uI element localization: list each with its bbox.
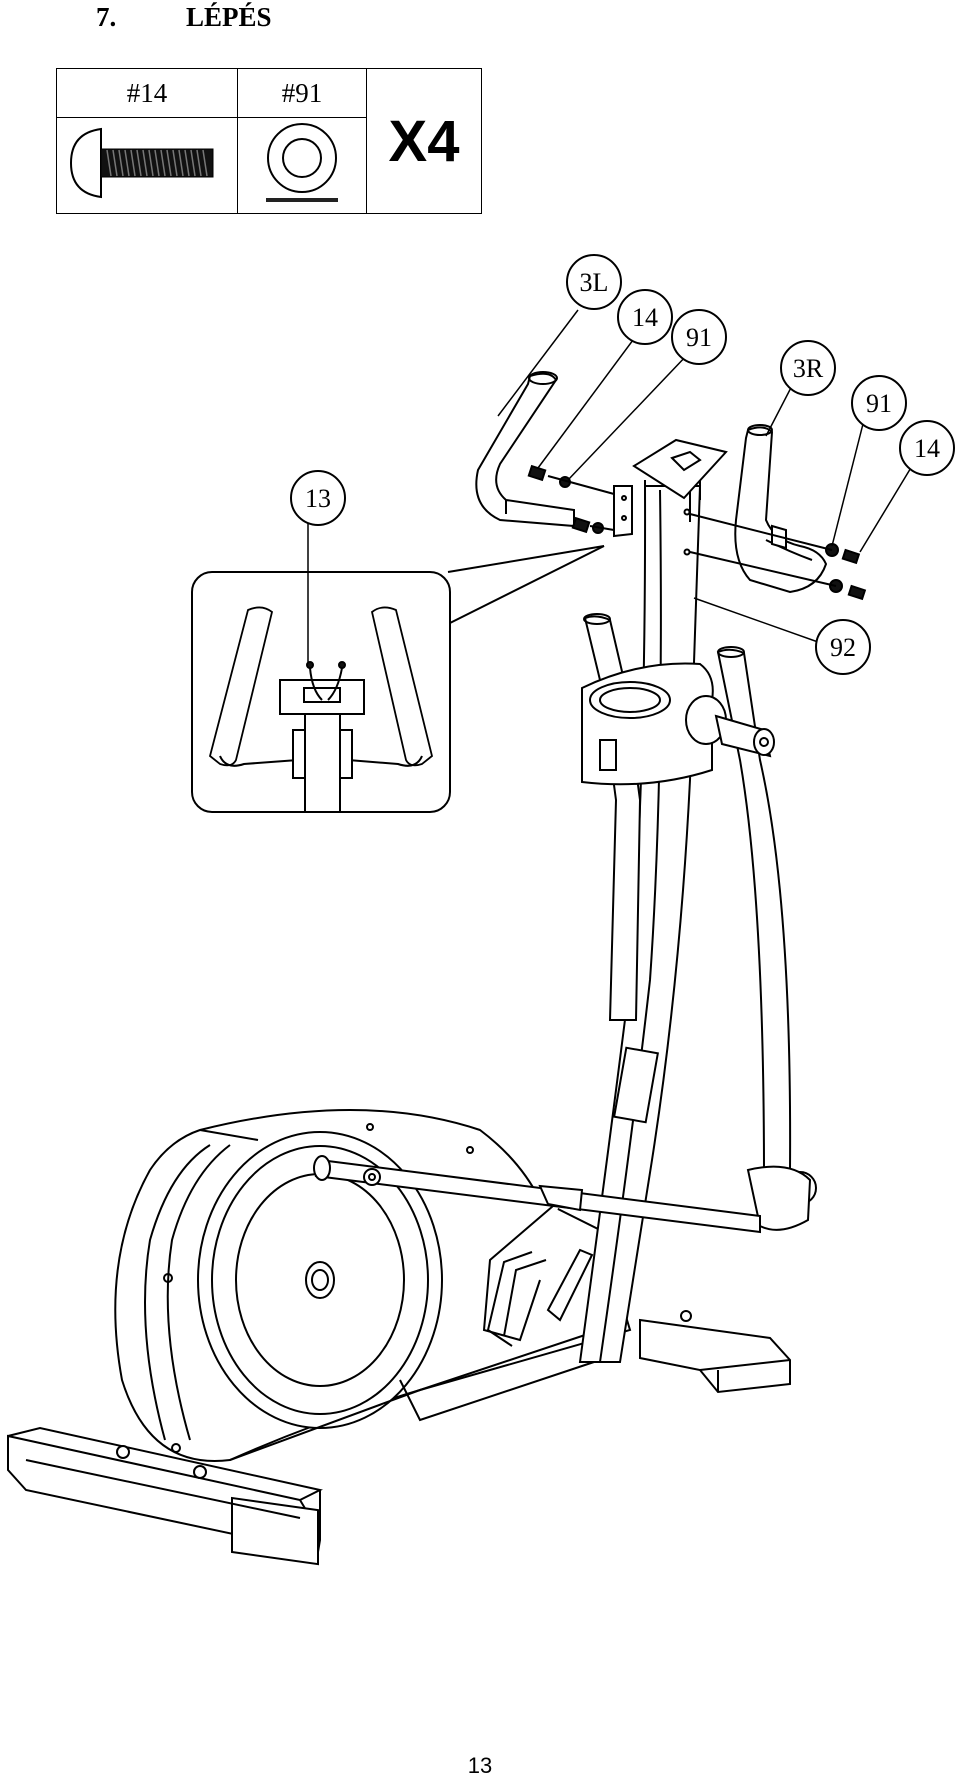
quantity-cell: X4 [366, 68, 482, 214]
pedal-bar [313, 1155, 761, 1347]
callout-91-left: 91 [686, 323, 712, 352]
callout-14-right: 14 [914, 434, 940, 463]
parts-table: #14 #91 X4 [56, 68, 482, 214]
quantity-label: X4 [388, 108, 460, 174]
bolt-icon-cell [56, 117, 238, 214]
callout-14-left: 14 [632, 303, 658, 332]
callouts: 3L 14 91 3R 91 14 13 92 [290, 254, 955, 675]
handlebar-3l [475, 371, 575, 528]
front-stabilizer [639, 1310, 791, 1394]
detail-inset [191, 545, 605, 813]
washer-icon-cell [237, 117, 367, 214]
handlebar-3r [734, 424, 828, 594]
assembly-diagram: 3L 14 91 3R 91 14 13 92 [7, 254, 955, 1566]
flywheel-housing [114, 1109, 632, 1462]
callout-91-right: 91 [866, 389, 892, 418]
console-plate [632, 438, 728, 500]
step-title: LÉPÉS [186, 2, 272, 32]
rear-stabilizer [7, 1426, 323, 1566]
page-number: 13 [467, 1753, 493, 1778]
moving-arm-right [716, 646, 817, 1231]
console-body [581, 662, 775, 786]
callout-92: 92 [830, 633, 856, 662]
callout-13: 13 [305, 484, 331, 513]
part-label-14: #14 [56, 68, 238, 118]
washer-icon [266, 123, 338, 202]
part-label-91: #91 [237, 68, 367, 118]
callout-3l: 3L [580, 268, 609, 297]
callout-3r: 3R [793, 354, 824, 383]
step-number: 7. [96, 2, 117, 32]
step-heading: 7. LÉPÉS [96, 2, 272, 33]
hardware [527, 464, 867, 601]
bolt-icon [69, 127, 214, 199]
